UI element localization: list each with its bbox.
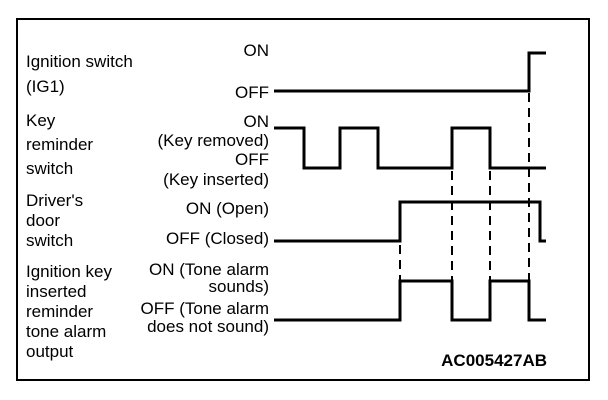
waveform-tone-alarm-output <box>274 279 546 322</box>
state-on-tone-alarm-line-1: ON (Tone alarm <box>149 260 269 279</box>
state-on-ignition-switch: ON <box>244 41 270 60</box>
row-label-ignition-switch-line-1: Ignition switch <box>26 52 133 71</box>
row-label-door-switch-line-1: Driver's <box>26 191 83 210</box>
state-off-ignition-switch: OFF <box>235 83 269 102</box>
row-label-key-reminder-line-3: switch <box>26 159 73 178</box>
row-label-door-switch-line-2: door <box>26 211 60 230</box>
state-on-key-reminder-line-1: ON <box>244 112 270 131</box>
row-label-ignition-switch-line-2: (IG1) <box>26 77 65 96</box>
row-label-tone-alarm-line-4: tone alarm <box>26 322 106 341</box>
figure-id: AC005427AB <box>441 351 547 370</box>
row-label-tone-alarm-line-3: reminder <box>26 302 93 321</box>
waveform-door-switch <box>274 200 546 243</box>
row-label-tone-alarm-line-5: output <box>26 342 74 361</box>
state-off-tone-alarm-line-1: OFF (Tone alarm <box>141 299 269 318</box>
state-on-door-switch: ON (Open) <box>186 199 269 218</box>
row-label-key-reminder-line-2: reminder <box>26 135 93 154</box>
waveform-ignition-switch <box>274 51 546 93</box>
state-off-tone-alarm-line-2: does not sound) <box>147 317 269 336</box>
diagram-frame <box>16 18 590 381</box>
state-off-door-switch: OFF (Closed) <box>166 229 269 248</box>
row-label-door-switch-line-3: switch <box>26 231 73 250</box>
state-on-key-reminder-line-2: (Key removed) <box>158 131 269 150</box>
row-label-tone-alarm-line-1: Ignition key <box>26 262 112 281</box>
state-on-tone-alarm-line-2: sounds) <box>209 277 269 296</box>
state-off-key-reminder-line-2: (Key inserted) <box>163 170 269 189</box>
waveform-key-reminder-switch <box>274 126 546 170</box>
row-label-tone-alarm-line-2: inserted <box>26 282 86 301</box>
row-label-key-reminder-line-1: Key <box>26 111 56 130</box>
state-off-key-reminder-line-1: OFF <box>235 150 269 169</box>
